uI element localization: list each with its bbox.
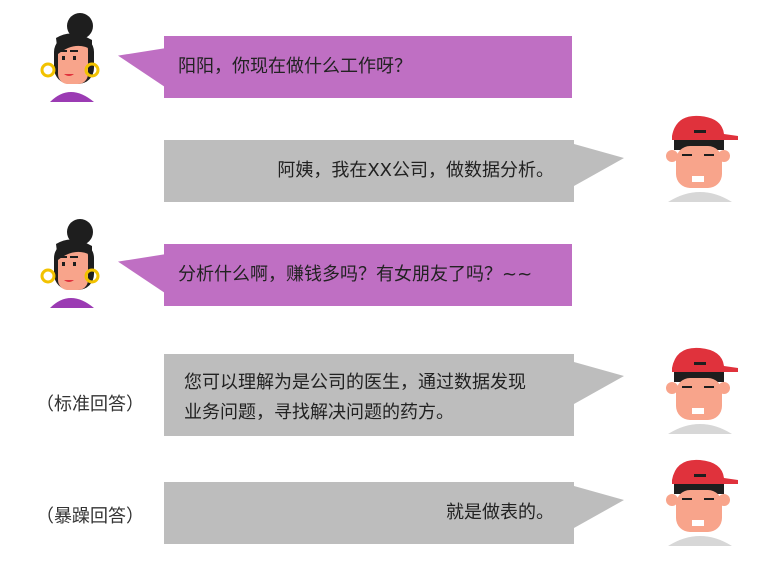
standard-answer-label: （标准回答） [36,394,144,415]
aunt-message-2: 分析什么啊，赚钱多吗？有女朋友了吗？~~ [164,244,572,306]
bubble-tail [574,486,624,528]
youth-message-standard: 您可以理解为是公司的医生，通过数据发现 业务问题，寻找解决问题的药方。 [164,354,574,436]
aunt-message-1: 阳阳，你现在做什么工作呀？ [164,36,572,98]
message-text: 阿姨，我在XX公司，做数据分析。 [277,160,554,181]
youth-message-grumpy: 就是做表的。 [164,482,574,544]
boy-with-red-cap-icon [666,459,738,546]
boy-with-red-cap-icon [666,347,738,434]
bubble-tail [118,31,164,87]
woman-with-bun-icon [40,13,100,102]
youth-avatar [660,112,740,206]
message-text: 就是做表的。 [446,502,554,523]
aunt-avatar [36,10,108,106]
youth-avatar [660,344,740,438]
message-line-1: 您可以理解为是公司的医生，通过数据发现 [184,372,526,393]
message-line-2: 业务问题，寻找解决问题的药方。 [184,402,454,423]
message-text: 阳阳，你现在做什么工作呀？ [178,56,412,77]
youth-avatar [660,456,740,550]
bubble-tail [118,237,164,293]
grumpy-answer-label: （暴躁回答） [36,506,144,527]
bubble-tail [574,362,624,404]
boy-with-red-cap-icon [666,115,738,202]
woman-with-bun-icon [40,219,100,308]
message-text: 分析什么啊，赚钱多吗？有女朋友了吗？~~ [178,264,533,285]
youth-message-1: 阿姨，我在XX公司，做数据分析。 [164,140,574,202]
aunt-avatar [36,216,108,312]
bubble-tail [574,144,624,186]
